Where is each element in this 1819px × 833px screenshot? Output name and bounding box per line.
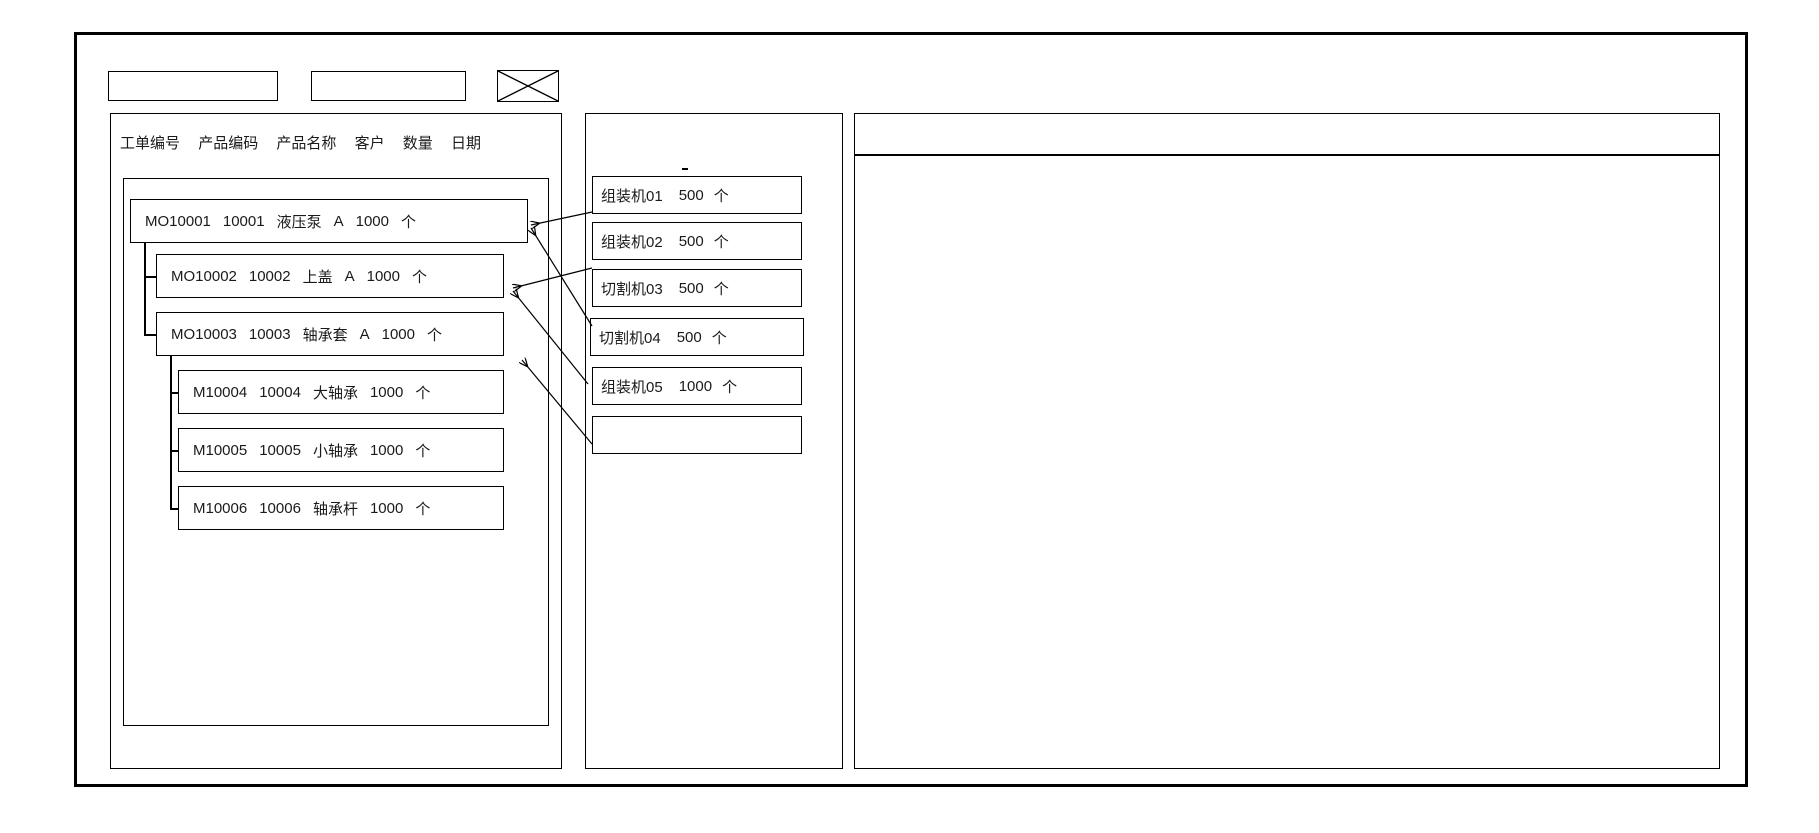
- panel-marker-dash: [682, 168, 688, 170]
- machine-quantity: 1000: [678, 377, 713, 395]
- tree-connector-horizontal: [170, 450, 178, 452]
- work-order-cell-unit: 个: [415, 500, 431, 518]
- crossed-box-image-placeholder-icon[interactable]: [497, 70, 559, 102]
- column-header-row: 工单编号 产品编码 产品名称 客户 数量 日期: [120, 132, 550, 153]
- machine-schedule-row[interactable]: 组装机02 500 个: [592, 222, 802, 260]
- work-order-cell-product-code: 10005: [259, 441, 301, 459]
- work-order-cell-quantity: 1000: [381, 325, 415, 343]
- toolbar-field-1[interactable]: [108, 71, 278, 101]
- work-order-cell-product-code: 10003: [248, 325, 291, 343]
- work-order-row[interactable]: M10006 10006 轴承杆 1000 个: [178, 486, 504, 530]
- machine-name: 组装机05: [601, 378, 663, 396]
- work-order-cell-order-no: MO10003: [171, 325, 237, 343]
- work-order-cell-unit: 个: [412, 268, 428, 286]
- work-order-cell-product-name: 轴承套: [302, 326, 348, 344]
- tree-connector-horizontal: [170, 508, 178, 510]
- machine-schedule-row[interactable]: 组装机05 1000 个: [592, 367, 802, 405]
- column-header-date: 日期: [450, 135, 481, 152]
- machine-quantity: 500: [676, 328, 702, 346]
- toolbar-field-2[interactable]: [311, 71, 466, 101]
- work-order-cell-product-code: 10006: [259, 499, 301, 517]
- work-order-panel: 工单编号 产品编码 产品名称 客户 数量 日期 MO10001 10001 液压泵 A…: [110, 113, 562, 769]
- work-order-cell-unit: 个: [427, 326, 443, 344]
- work-order-cell-order-no: M10006: [193, 499, 248, 517]
- tree-connector-horizontal: [144, 334, 156, 336]
- tree-connector-vertical: [170, 356, 172, 508]
- machine-schedule-row[interactable]: [592, 416, 802, 454]
- work-order-cell-product-name: 液压泵: [276, 213, 322, 231]
- work-order-cell-product-code: 10001: [222, 212, 265, 230]
- column-header-quantity: 数量: [402, 135, 433, 152]
- machine-name: 切割机03: [601, 280, 663, 298]
- tree-connector-vertical: [144, 243, 146, 334]
- work-order-cell-quantity: 1000: [366, 267, 400, 285]
- machine-unit: 个: [711, 329, 727, 347]
- machine-schedule-row[interactable]: 切割机04 500 个: [590, 318, 804, 356]
- machine-quantity: 500: [678, 232, 704, 250]
- column-header-customer: 客户: [354, 135, 385, 152]
- work-order-cell-customer: A: [333, 212, 344, 230]
- work-order-cell-quantity: 1000: [369, 383, 404, 401]
- machine-quantity: 500: [678, 279, 704, 297]
- work-order-cell-unit: 个: [415, 442, 431, 460]
- work-order-cell-quantity: 1000: [355, 212, 389, 230]
- machine-unit: 个: [713, 187, 729, 205]
- work-order-cell-order-no: MO10002: [171, 267, 237, 285]
- work-order-cell-customer: A: [344, 267, 355, 285]
- work-order-row[interactable]: M10005 10005 小轴承 1000 个: [178, 428, 504, 472]
- column-header-order-no: 工单编号: [120, 135, 181, 152]
- work-order-cell-order-no: M10004: [193, 383, 248, 401]
- work-order-row[interactable]: MO10003 10003 轴承套 A 1000 个: [156, 312, 504, 356]
- work-order-cell-product-name: 上盖: [302, 268, 333, 286]
- work-order-row[interactable]: MO10002 10002 上盖 A 1000 个: [156, 254, 504, 298]
- work-order-cell-product-name: 轴承杆: [312, 500, 358, 518]
- column-header-product-code: 产品编码: [198, 135, 259, 152]
- machine-unit: 个: [722, 378, 738, 396]
- tree-connector-horizontal: [144, 276, 156, 278]
- work-order-cell-order-no: M10005: [193, 441, 248, 459]
- work-order-row[interactable]: M10004 10004 大轴承 1000 个: [178, 370, 504, 414]
- work-order-tree: MO10001 10001 液压泵 A 1000 个 MO10002 10002 上盖 A 1000…: [123, 178, 549, 726]
- detail-panel-header-divider: [855, 154, 1719, 156]
- machine-name: 组装机02: [601, 233, 663, 251]
- work-order-row[interactable]: MO10001 10001 液压泵 A 1000 个: [130, 199, 528, 243]
- work-order-cell-unit: 个: [401, 213, 417, 231]
- work-order-cell-product-code: 10002: [248, 267, 291, 285]
- work-order-cell-product-name: 大轴承: [312, 384, 358, 402]
- work-order-cell-customer: A: [359, 325, 370, 343]
- work-order-cell-order-no: MO10001: [145, 212, 211, 230]
- work-order-cell-product-name: 小轴承: [312, 442, 358, 460]
- work-order-cell-unit: 个: [415, 384, 431, 402]
- machine-name: 切割机04: [599, 329, 661, 347]
- machine-quantity: 500: [678, 186, 704, 204]
- machine-schedule-row[interactable]: 切割机03 500 个: [592, 269, 802, 307]
- work-order-cell-quantity: 1000: [369, 499, 404, 517]
- column-header-product-name: 产品名称: [276, 135, 337, 152]
- detail-panel: [854, 113, 1720, 769]
- work-order-cell-quantity: 1000: [369, 441, 404, 459]
- tree-connector-horizontal: [170, 392, 178, 394]
- machine-name: 组装机01: [601, 187, 663, 205]
- machine-unit: 个: [713, 233, 729, 251]
- machine-unit: 个: [713, 280, 729, 298]
- machine-schedule-row[interactable]: 组装机01 500 个: [592, 176, 802, 214]
- work-order-cell-product-code: 10004: [259, 383, 301, 401]
